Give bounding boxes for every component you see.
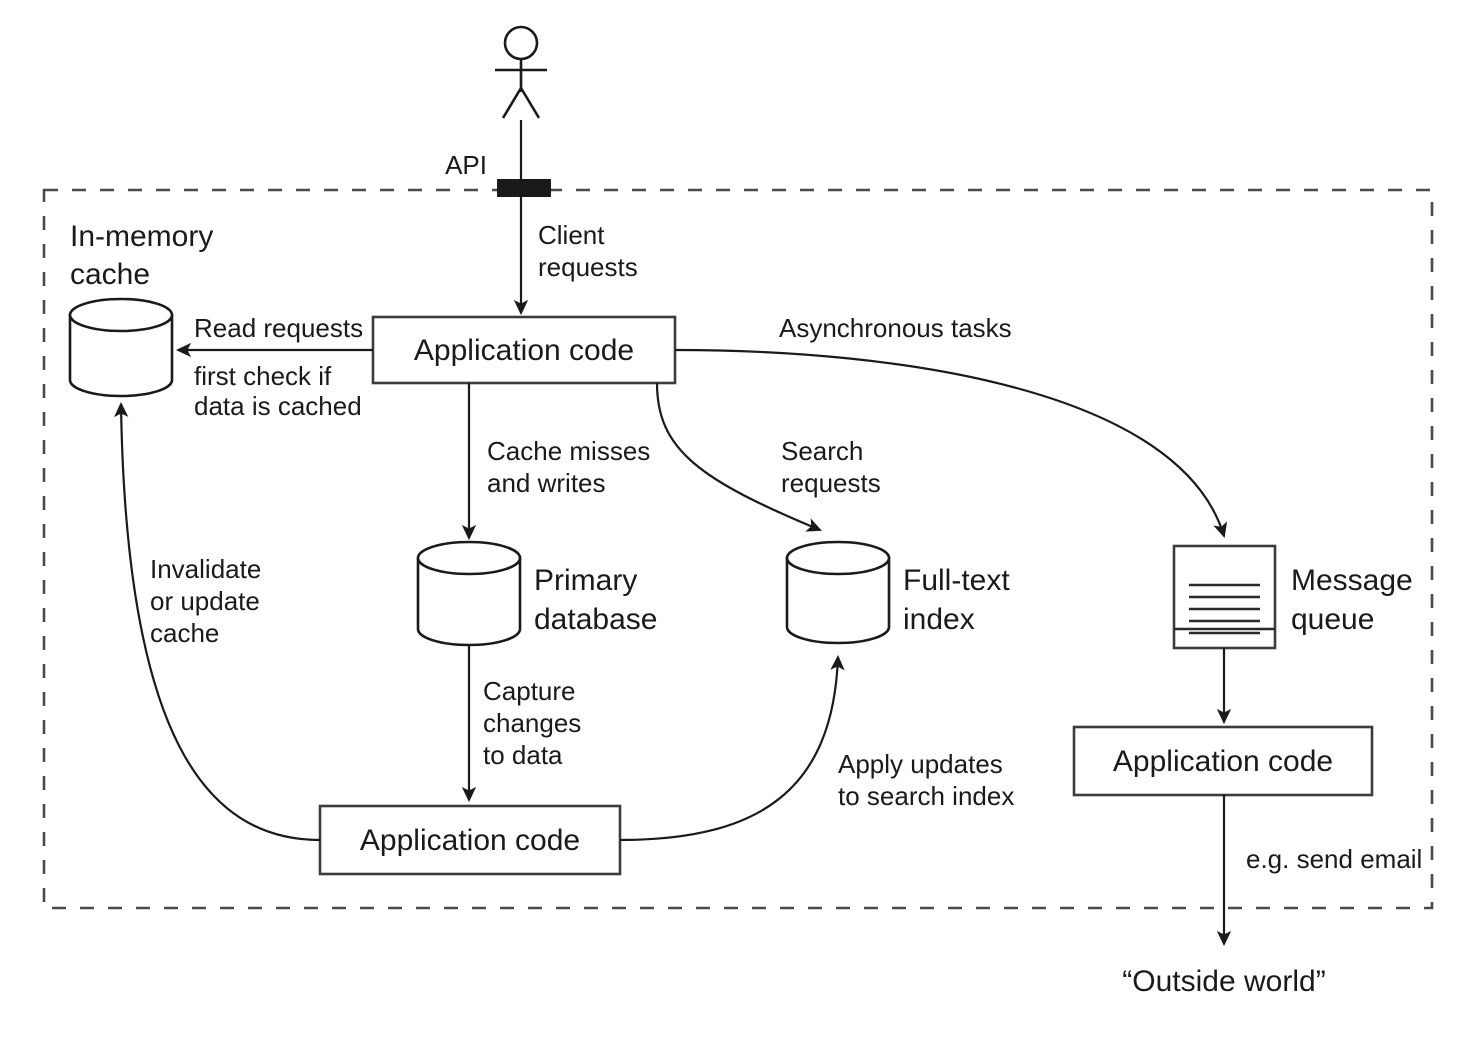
in-memory-cache-heading-2: cache	[70, 258, 150, 291]
edge-apply-updates-line	[619, 654, 845, 842]
in-memory-cache-cylinder	[68, 297, 174, 398]
in-memory-cache-heading-1: In-memory	[70, 220, 213, 253]
edge-read-requests-label-2: first check if	[194, 361, 332, 391]
full-text-index-cylinder	[785, 540, 891, 645]
primary-database-label-1: Primary	[534, 564, 637, 597]
message-queue-icon	[1172, 544, 1277, 650]
api-label: API	[445, 150, 487, 180]
edge-capture-changes-label-3: to data	[483, 740, 563, 770]
edge-capture-changes-label-2: changes	[483, 708, 581, 738]
edge-client-requests-label-2: requests	[538, 252, 638, 282]
edge-invalidate-cache-line	[114, 401, 321, 842]
application-code-worker-box[interactable]	[1072, 725, 1374, 797]
edge-send-email-label: e.g. send email	[1246, 844, 1422, 874]
application-code-cdc-label: Application code	[360, 824, 580, 857]
edge-cache-misses-label-2: and writes	[487, 468, 606, 498]
application-code-main-label: Application code	[414, 334, 634, 367]
edge-invalidate-cache-label-1: Invalidate	[150, 554, 261, 584]
application-code-main-box[interactable]	[371, 315, 677, 385]
client-actor-icon	[495, 25, 547, 119]
full-text-index-label-2: index	[903, 603, 975, 636]
edge-read-requests-label-1: Read requests	[194, 313, 363, 343]
edge-search-requests-line	[655, 382, 822, 532]
api-gateway-bar	[497, 179, 551, 197]
outside-world-label: “Outside world”	[1122, 965, 1325, 998]
edge-invalidate-cache-label-3: cache	[150, 618, 219, 648]
edge-invalidate-cache-label-2: or update	[150, 586, 260, 616]
edge-asynchronous-tasks-label: Asynchronous tasks	[779, 313, 1012, 343]
message-queue-label-2: queue	[1291, 603, 1374, 636]
primary-database-cylinder	[416, 540, 522, 647]
application-code-cdc-box[interactable]	[318, 804, 622, 876]
system-boundary	[42, 188, 1434, 910]
full-text-index-label-1: Full-text	[903, 564, 1010, 597]
edge-asynchronous-tasks-line	[674, 348, 1228, 538]
edge-apply-updates-label-2: to search index	[838, 781, 1014, 811]
edge-read-requests-label-3: data is cached	[194, 391, 362, 421]
edge-apply-updates-label-1: Apply updates	[838, 749, 1003, 779]
primary-database-label-2: database	[534, 603, 657, 636]
edge-search-requests-label-1: Search	[781, 436, 863, 466]
edge-capture-changes-label-1: Capture	[483, 676, 576, 706]
edge-cache-misses-label-1: Cache misses	[487, 436, 650, 466]
application-code-worker-label: Application code	[1113, 745, 1333, 778]
edge-search-requests-label-2: requests	[781, 468, 881, 498]
message-queue-label-1: Message	[1291, 564, 1413, 597]
edge-client-requests-label-1: Client	[538, 220, 605, 250]
